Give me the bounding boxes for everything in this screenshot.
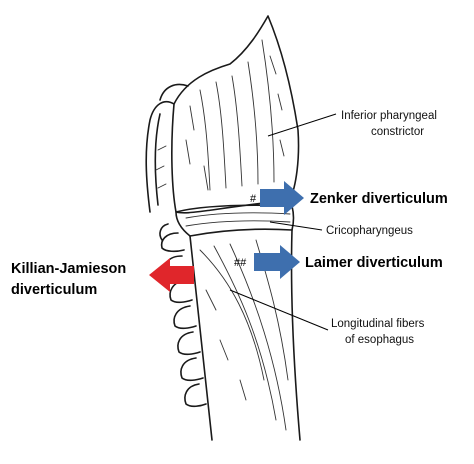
label-cricopharyngeus: Cricopharyngeus [326,225,413,237]
killian-jamieson-arrow-shape [149,258,194,292]
leader-longitudinal [229,289,329,331]
posterior-lobes [145,83,189,213]
leader-cricopharyngeus [269,221,323,231]
leader-lines [229,113,337,331]
zenker-arrow [260,181,304,215]
laimer-marker: ## [234,257,247,269]
label-constrictor-line-1: Inferior pharyngeal [341,110,437,122]
killian-jamieson-arrow [149,258,194,292]
constrictor-muscle [171,15,300,214]
label-killian-jamieson-diverticulum: Killian-Jamieson diverticulum [11,261,130,298]
cricopharyngeus-band [175,204,295,237]
pharynx-esophagus-drawing [145,15,301,441]
label-laimer-diverticulum: Laimer diverticulum [305,255,443,271]
zenker-marker: # [250,193,257,205]
label-longitudinal-fibers: Longitudinal fibers of esophagus [331,318,428,346]
label-longitudinal-line-1: Longitudinal fibers [331,318,425,330]
zenker-arrow-shape [260,181,304,215]
esophagus [189,229,301,441]
label-constrictor-line-2: constrictor [371,126,424,138]
laimer-arrow-shape [254,245,300,279]
label-longitudinal-line-2: of esophagus [345,334,414,346]
label-inferior-pharyngeal-constrictor: Inferior pharyngeal constrictor [341,110,440,138]
label-killian-line-1: Killian-Jamieson [11,261,126,277]
laimer-arrow [254,245,300,279]
label-killian-line-2: diverticulum [11,282,97,298]
label-zenker-diverticulum: Zenker diverticulum [310,191,448,207]
leader-constrictor [267,113,337,137]
